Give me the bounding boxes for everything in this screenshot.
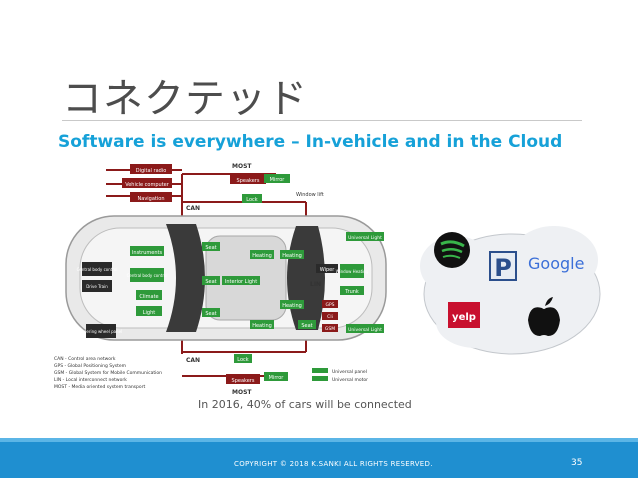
legend-can: CAN - Control area network xyxy=(54,356,116,362)
box-steering-wheel-panel: Steering wheel panel xyxy=(80,329,122,334)
box-seat-1: Seat xyxy=(205,245,216,251)
legend-gsm: GSM - Global System for Mobile Communica… xyxy=(54,370,162,376)
footer-accent-bar xyxy=(0,438,638,442)
left-boxes: Instruments Central body control Drive T… xyxy=(77,246,168,338)
box-trunk: Trunk xyxy=(344,289,359,295)
page-number: 35 xyxy=(571,458,583,468)
box-light-left: Light xyxy=(143,310,156,316)
box-lock-top: Lock xyxy=(246,197,258,203)
bus-label-most-top: MOST xyxy=(232,163,252,170)
figure-caption: In 2016, 40% of cars will be connected xyxy=(198,398,412,411)
top-left-boxes: Digital radio Vehicle computer Navigatio… xyxy=(122,164,172,202)
connected-car-figure: Software is everywhere – In-vehicle and … xyxy=(46,124,604,416)
google-logo: Google xyxy=(528,254,584,273)
box-vehicle-computer: Vehicle computer xyxy=(125,182,170,188)
top-center-boxes: MOST Speakers Lock Mirror Window lift CA… xyxy=(186,163,324,212)
apple-icon xyxy=(528,297,560,336)
car-boxes: Seat Heating Seat Interior Light Seat He… xyxy=(202,242,369,332)
spotify-icon xyxy=(434,232,470,268)
pandora-letter: P xyxy=(494,254,512,282)
cloud: P Google yelp xyxy=(420,226,601,355)
box-heating-4: Heating xyxy=(282,303,302,309)
box-instruments: Instruments xyxy=(132,250,163,256)
svg-text:yelp: yelp xyxy=(452,312,476,323)
legend: CAN - Control area network GPS - Global … xyxy=(54,356,368,390)
box-speakers-top: Speakers xyxy=(237,178,260,184)
right-boxes: Universal Light Universal Light xyxy=(346,232,384,333)
box-cli: Cli xyxy=(327,314,333,320)
legend-lin: LIN - Local interconnect network xyxy=(54,377,127,383)
legend-universal-panel: Universal panel xyxy=(332,369,367,375)
legend-universal-motor: Universal motor xyxy=(332,377,368,383)
box-seat-2: Seat xyxy=(205,279,216,285)
yelp-logo: yelp xyxy=(448,302,480,328)
box-universal-light-bottom: Universal Light xyxy=(348,327,382,333)
box-speakers-bottom: Speakers xyxy=(232,378,255,384)
box-gps: GPS xyxy=(325,302,334,308)
figure-heading: Software is everywhere – In-vehicle and … xyxy=(58,132,563,152)
label-window-lift: Window lift xyxy=(296,192,324,198)
car-network-diagram: Digital radio Vehicle computer Navigatio… xyxy=(54,163,601,396)
box-central-body-control-left: Central body control xyxy=(77,267,118,272)
box-mirror-top: Mirror xyxy=(270,177,286,183)
box-interior-light: Interior Light xyxy=(225,279,257,285)
box-mirror-bottom: Mirror xyxy=(269,375,285,381)
box-gsm: GSM xyxy=(325,326,335,332)
box-digital-radio: Digital radio xyxy=(136,168,167,174)
slide-title: コネクテッド xyxy=(62,76,308,122)
bus-label-can-bottom: CAN xyxy=(186,357,200,364)
bus-label-most-bottom: MOST xyxy=(232,389,252,396)
box-window-heating: Window Heating xyxy=(336,269,369,274)
box-heating-1: Heating xyxy=(252,253,272,259)
footer-bar xyxy=(0,442,638,478)
box-lock-bottom: Lock xyxy=(237,357,249,363)
box-seat-3: Seat xyxy=(205,311,216,317)
box-seat-4: Seat xyxy=(301,323,312,329)
box-heating-3: Heating xyxy=(282,253,302,259)
bus-label-can-top: CAN xyxy=(186,205,200,212)
box-central-body-control: Central body control xyxy=(127,273,168,278)
bus-label-lin: LIN xyxy=(310,281,321,288)
legend-gps: GPS - Global Positioning System xyxy=(54,363,126,369)
box-universal-light-top: Universal Light xyxy=(348,235,382,241)
box-wiper: Wiper xyxy=(320,267,335,273)
title-divider xyxy=(62,120,582,121)
box-drive-train: Drive Train xyxy=(86,284,108,289)
box-heating-2: Heating xyxy=(252,323,272,329)
box-climate: Climate xyxy=(139,294,158,300)
footer-copyright: COPYRIGHT © 2018 K.SANKI ALL RIGHTS RESE… xyxy=(234,460,433,468)
bottom-boxes: CAN Lock Speakers Mirror MOST xyxy=(186,354,288,396)
pandora-icon: P xyxy=(489,251,517,282)
legend-most: MOST - Media oriented system transport xyxy=(54,384,145,390)
box-navigation: Navigation xyxy=(138,196,165,202)
